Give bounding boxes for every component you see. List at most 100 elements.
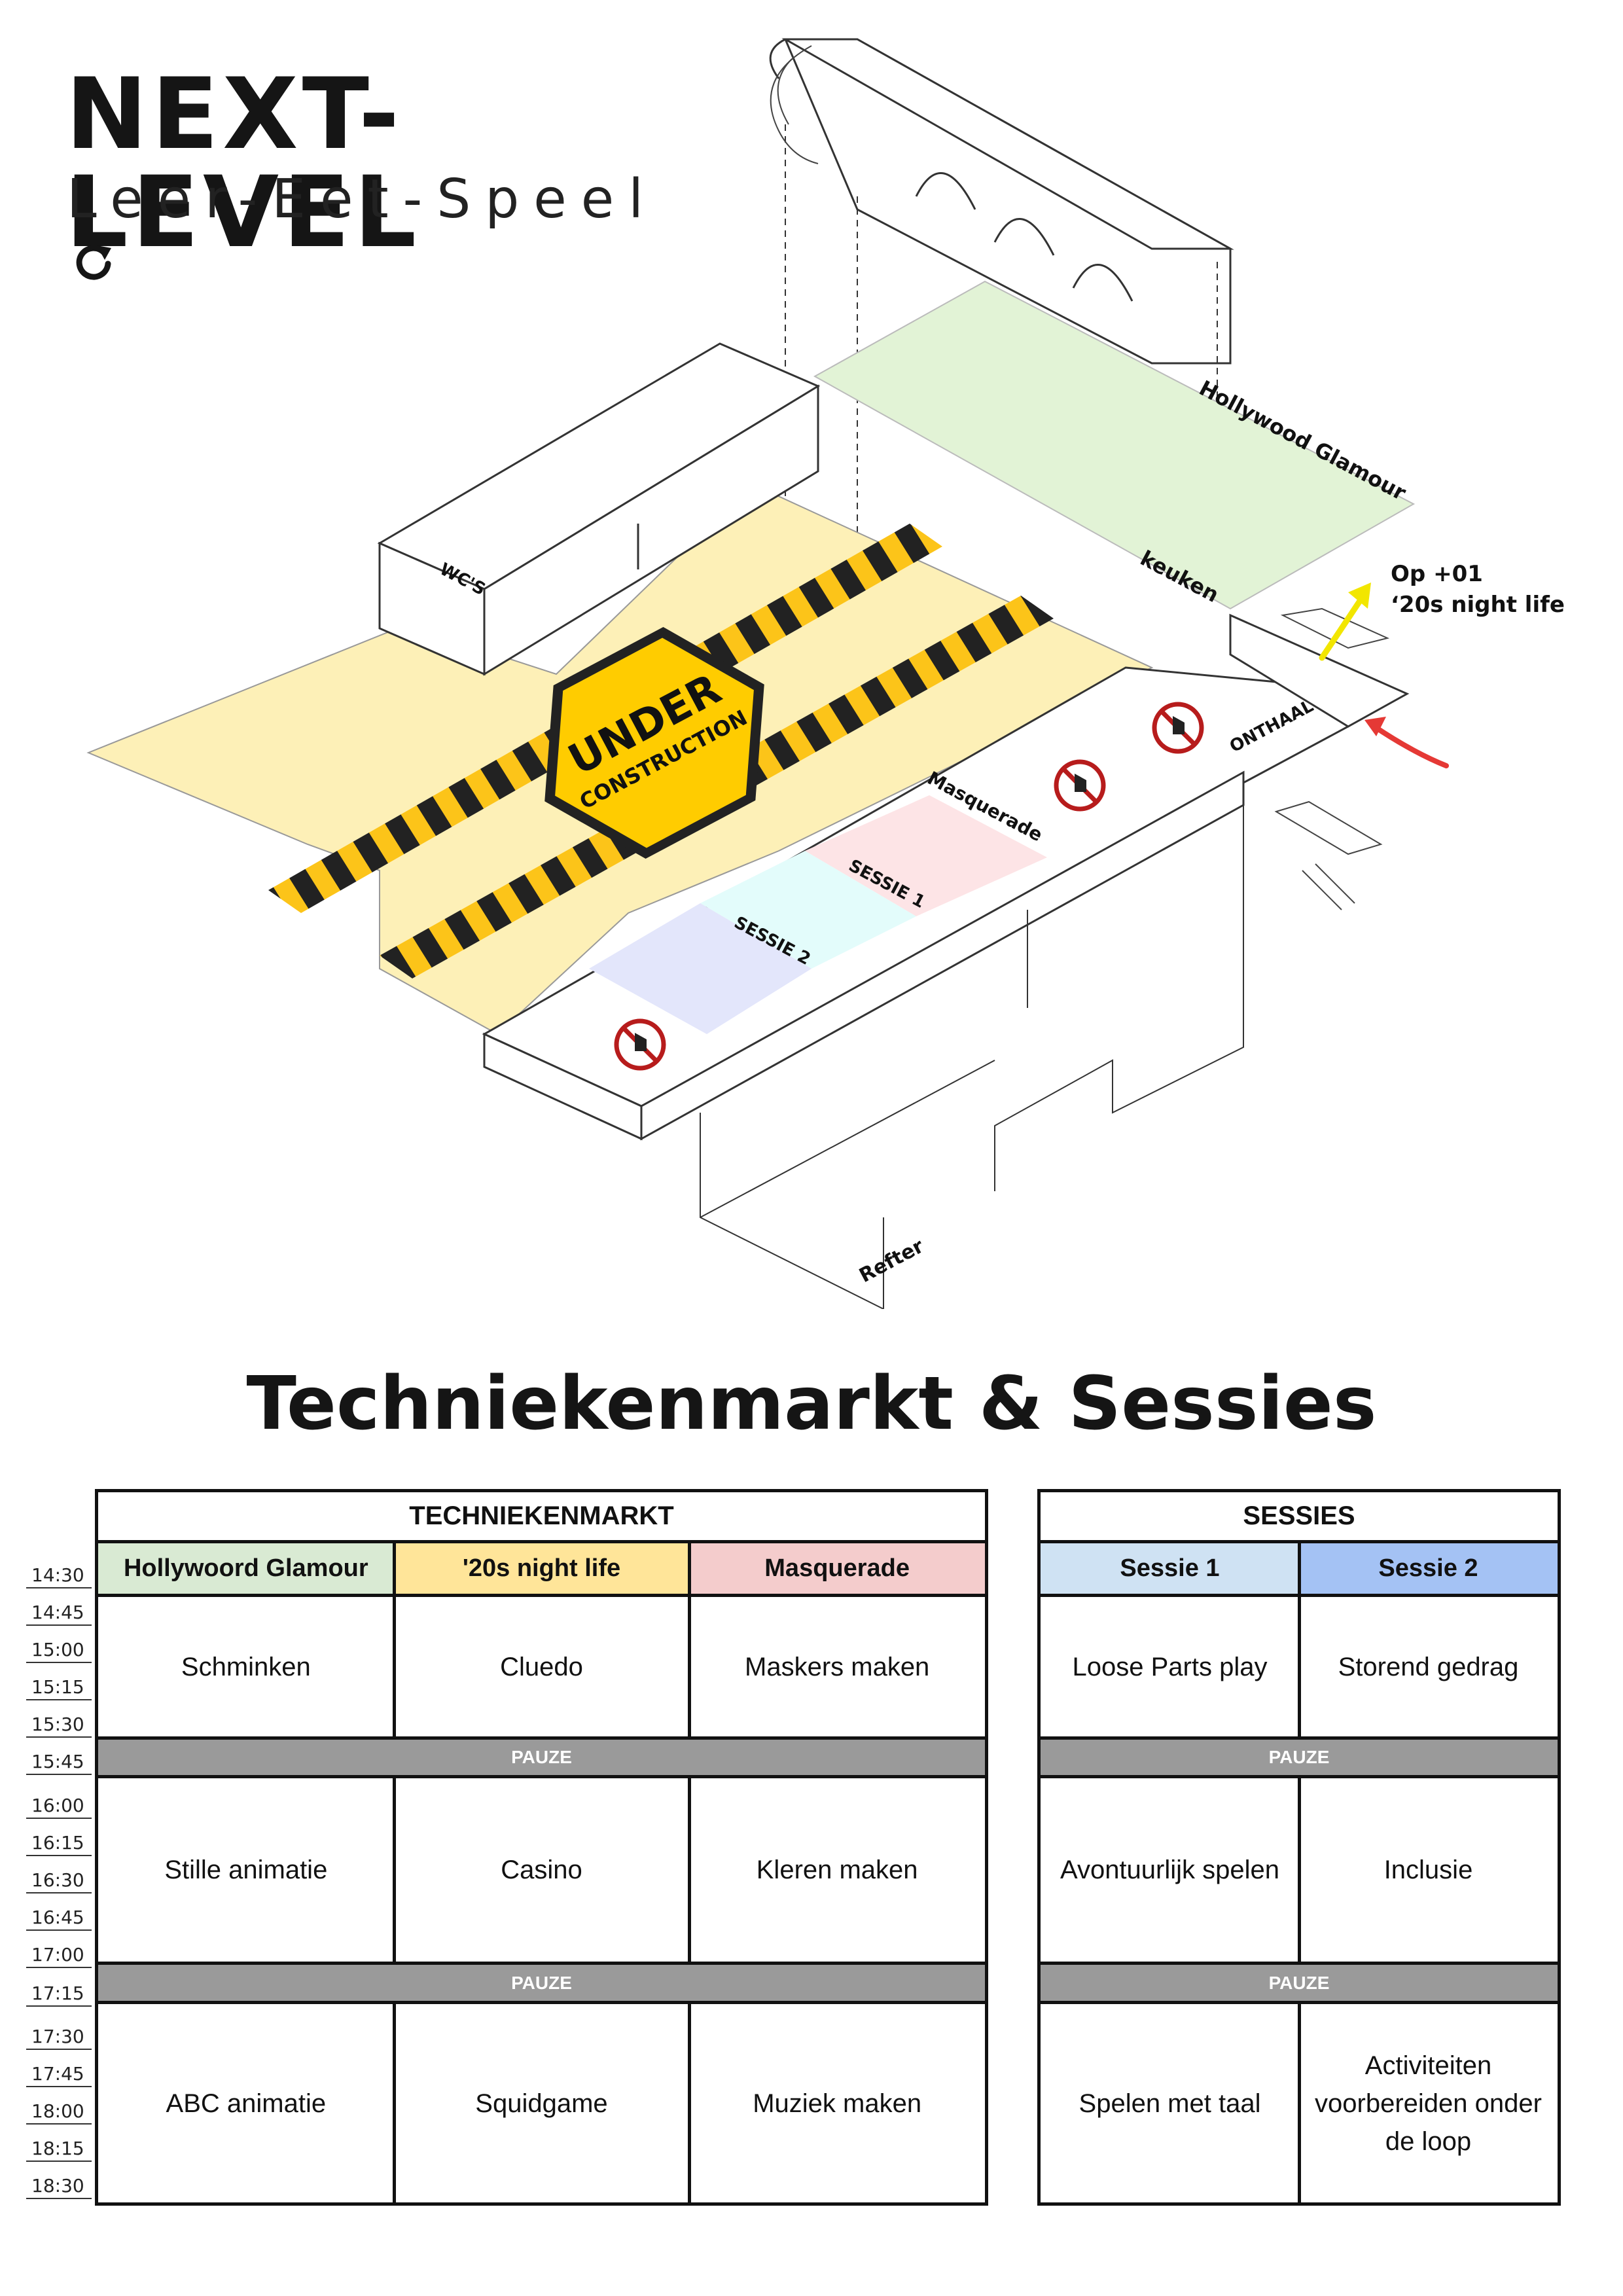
column-divider bbox=[688, 1597, 692, 1736]
floor-note-line-2: ‘20s night life bbox=[1391, 592, 1565, 618]
column-divider bbox=[1298, 1597, 1301, 1736]
time-label: 17:45 bbox=[31, 2063, 84, 2085]
time-label: 16:15 bbox=[31, 1832, 84, 1854]
time-tick bbox=[26, 1662, 92, 1663]
tagline-text: Leer-Eet-Speel bbox=[67, 168, 658, 230]
column-divider bbox=[688, 2004, 692, 2202]
label-refter: Refter bbox=[855, 1234, 927, 1287]
time-tick bbox=[26, 2086, 92, 2087]
column-header: Masquerade bbox=[689, 1543, 985, 1597]
time-label: 17:15 bbox=[31, 1982, 84, 2004]
pause-row: PAUZE bbox=[1041, 1962, 1558, 2004]
schedule-cell: Storend gedrag bbox=[1338, 1652, 1519, 1681]
time-tick bbox=[26, 1929, 92, 1931]
refter-frame bbox=[700, 805, 1244, 1309]
time-axis: 14:30 14:45 15:00 15:15 15:30 15:45 16:00 16:15… bbox=[26, 1492, 94, 2206]
time-tick bbox=[26, 1818, 92, 1819]
time-label: 15:45 bbox=[31, 1751, 84, 1772]
schedule-cell: Loose Parts play bbox=[1072, 1652, 1268, 1681]
time-tick bbox=[26, 2198, 92, 2199]
schedule-cell: Squidgame bbox=[475, 2089, 608, 2118]
time-label: 16:45 bbox=[31, 1907, 84, 1928]
brand-title: NEXT-LEVEL bbox=[65, 58, 421, 270]
time-tick bbox=[26, 1774, 92, 1775]
time-label: 15:30 bbox=[31, 1713, 84, 1735]
schedule-cell: Activiteiten voorbereiden onder de loop bbox=[1315, 2051, 1542, 2156]
pause-row: PAUZE bbox=[98, 1736, 985, 1778]
time-label: 16:00 bbox=[31, 1795, 84, 1816]
brand-tagline: Leer-Eet-Speel bbox=[67, 170, 720, 288]
stairs bbox=[1274, 607, 1390, 910]
time-label: 18:30 bbox=[31, 2175, 84, 2197]
zone-hollywood bbox=[813, 280, 1416, 610]
time-label: 18:15 bbox=[31, 2138, 84, 2159]
time-tick bbox=[26, 1855, 92, 1856]
no-entry-icon bbox=[614, 1018, 666, 1071]
schedule-cell: Kleren maken bbox=[756, 1856, 918, 1884]
time-tick bbox=[26, 1624, 92, 1626]
wc-building bbox=[377, 342, 821, 676]
header: NEXT-LEVEL Leer-Eet-Speel bbox=[65, 65, 720, 280]
zone-masquerade bbox=[805, 795, 1047, 916]
pause-row: PAUZE bbox=[1041, 1736, 1558, 1778]
time-tick bbox=[26, 1736, 92, 1738]
sessies-title: SESSIES bbox=[1041, 1492, 1558, 1543]
zone-sessie2 bbox=[589, 903, 812, 1034]
schedule-cell: Avontuurlijk spelen bbox=[1060, 1856, 1280, 1884]
time-tick bbox=[26, 1587, 92, 1588]
time-tick bbox=[26, 2161, 92, 2162]
column-divider bbox=[392, 1778, 396, 1962]
column-divider bbox=[1298, 1543, 1301, 1597]
column-header: Sessie 2 bbox=[1299, 1543, 1558, 1597]
arcade-building bbox=[769, 38, 1234, 655]
schedule-cell: Cluedo bbox=[500, 1652, 583, 1681]
time-label: 15:00 bbox=[31, 1639, 84, 1660]
column-header: '20s night life bbox=[393, 1543, 690, 1597]
time-label: 14:30 bbox=[31, 1564, 84, 1586]
column-divider bbox=[688, 1543, 692, 1597]
schedule-cell: Spelen met taal bbox=[1079, 2089, 1261, 2118]
column-divider bbox=[392, 2004, 396, 2202]
no-entry-icon bbox=[1054, 759, 1106, 812]
entrance-arrow-icon bbox=[1364, 717, 1449, 768]
refresh-icon bbox=[76, 245, 111, 280]
time-label: 16:30 bbox=[31, 1869, 84, 1891]
column-divider bbox=[392, 1543, 396, 1597]
time-tick bbox=[26, 1699, 92, 1700]
time-tick bbox=[26, 2005, 92, 2007]
column-header: Hollywoord Glamour bbox=[98, 1543, 394, 1597]
zone-sessie1 bbox=[700, 851, 916, 969]
schedule-cell: Casino bbox=[501, 1856, 582, 1884]
section-title: Tech­niekenmarkt & Sessies bbox=[246, 1361, 1377, 1446]
spiral-stair bbox=[770, 45, 819, 164]
schedule-cell: Schminken bbox=[181, 1652, 311, 1681]
time-tick bbox=[26, 2049, 92, 2050]
floor-note-line-1: Op +01 bbox=[1391, 561, 1483, 587]
schedule-cell: ABC animatie bbox=[166, 2089, 327, 2118]
schedule-cell: Muziek maken bbox=[753, 2089, 922, 2118]
time-label: 15:15 bbox=[31, 1676, 84, 1698]
schedule-cell: Maskers maken bbox=[745, 1652, 930, 1681]
schedule-cell: Stille animatie bbox=[164, 1856, 328, 1884]
time-tick bbox=[26, 1892, 92, 1893]
techniekenmarkt-table: TECHNIEKENMARKT Hollywoord Glamour'20s n… bbox=[95, 1489, 988, 2206]
column-divider bbox=[688, 1778, 692, 1962]
time-label: 17:00 bbox=[31, 1944, 84, 1965]
up-arrow-icon bbox=[1319, 583, 1371, 661]
time-label: 18:00 bbox=[31, 2100, 84, 2122]
column-header: Sessie 1 bbox=[1041, 1543, 1299, 1597]
time-label: 17:30 bbox=[31, 2026, 84, 2047]
time-label: 14:45 bbox=[31, 1602, 84, 1623]
time-tick bbox=[26, 2123, 92, 2125]
schedule-cell: Inclusie bbox=[1383, 1856, 1473, 1884]
floor-plan: UNDER CONSTRUCTION Hollywood Glamour keu… bbox=[86, 38, 1565, 1309]
column-divider bbox=[1298, 1778, 1301, 1962]
column-divider bbox=[392, 1597, 396, 1736]
under-construction-sign: UNDER CONSTRUCTION bbox=[544, 626, 764, 859]
time-tick bbox=[26, 1967, 92, 1968]
pause-row: PAUZE bbox=[98, 1962, 985, 2004]
column-divider bbox=[1298, 2004, 1301, 2202]
markt-title: TECHNIEKENMARKT bbox=[98, 1492, 985, 1543]
no-entry-icon bbox=[1152, 702, 1204, 754]
